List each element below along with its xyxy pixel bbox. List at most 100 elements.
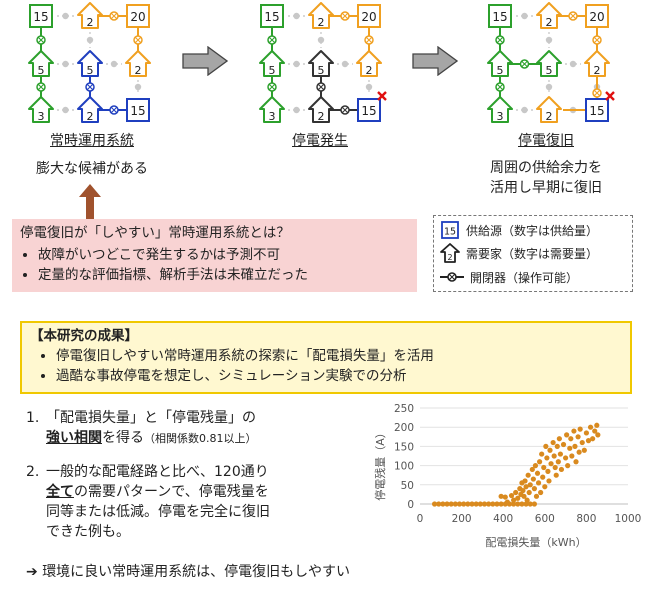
scatter-point xyxy=(541,464,547,471)
closed-switch xyxy=(109,105,119,115)
caption-outage: 停電発生 xyxy=(250,131,390,151)
closed-switch xyxy=(592,35,602,45)
supply-node: 15 xyxy=(357,98,381,122)
finding-2-strong: 全て xyxy=(46,484,74,500)
feeder-line xyxy=(57,106,74,114)
open-switch xyxy=(317,36,325,44)
feeder-line xyxy=(288,12,305,20)
open-switch xyxy=(545,36,553,44)
caption-normal-title: 常時運用系統 xyxy=(50,133,134,149)
load-label: 2 xyxy=(87,16,94,29)
closed-switch xyxy=(109,11,119,21)
scatter-point xyxy=(504,499,510,505)
scatter-point xyxy=(568,436,574,442)
supply-label: 20 xyxy=(589,10,604,24)
caption-restored-title: 停電復旧 xyxy=(518,133,574,149)
closed-switch xyxy=(133,35,143,45)
switch-icon xyxy=(440,272,464,282)
finding-2-line4: できた例も。 xyxy=(46,524,130,540)
caption-normal-sub: 膨大な候補がある xyxy=(36,161,148,177)
open-switch xyxy=(293,106,300,114)
feeder-line xyxy=(86,32,94,48)
supply-node: 20 xyxy=(357,4,381,28)
supply-label: 15 xyxy=(264,10,279,24)
scatter-point xyxy=(461,501,467,507)
load-label: 3 xyxy=(269,110,276,123)
scatter-point xyxy=(558,466,565,473)
load-label: 3 xyxy=(497,110,504,123)
load-label: 3 xyxy=(38,110,45,123)
supply-label: 20 xyxy=(130,10,145,24)
scatter-point xyxy=(538,489,544,496)
x-tick-label: 400 xyxy=(493,513,513,525)
scatter-point xyxy=(511,497,517,503)
scatter-point xyxy=(548,461,554,467)
supply-node: 20 xyxy=(126,4,150,28)
scatter-point xyxy=(555,459,561,465)
y-tick-label: 100 xyxy=(394,461,414,473)
legend-switch-text: 開閉器（操作可能） xyxy=(470,270,579,285)
scatter-point xyxy=(469,501,475,507)
open-switch xyxy=(62,106,69,114)
open-switch xyxy=(293,12,300,20)
scatter-point xyxy=(592,428,598,434)
open-switch xyxy=(545,83,553,91)
closed-switch xyxy=(340,105,350,115)
supply-label: 15 xyxy=(589,104,604,118)
supply-label: 15 xyxy=(33,10,48,24)
closed-switch xyxy=(495,35,505,45)
open-switch xyxy=(521,106,528,114)
load-label: 5 xyxy=(38,64,45,77)
load-label: 2 xyxy=(87,110,94,123)
finding-2-line3: 同等または低減。停電を完全に復旧 xyxy=(46,504,270,520)
scatter-point xyxy=(550,439,556,446)
supply-label: 15 xyxy=(361,104,376,118)
scatter-point xyxy=(572,443,578,449)
load-label: 5 xyxy=(269,64,276,77)
results-box: 【本研究の成果】 停電復旧しやすい常時運用系統の探索に「配電損失量」を活用 過酷… xyxy=(20,321,632,394)
scatter-point xyxy=(530,476,536,482)
load-label: 5 xyxy=(318,64,325,77)
load-label: 2 xyxy=(318,16,325,29)
scatter-point xyxy=(579,439,585,446)
house-icon: 2 xyxy=(77,96,103,123)
caption-restored-sub2: 活用し早期に復旧 xyxy=(490,180,602,196)
scatter-point xyxy=(542,484,548,490)
scatter-point xyxy=(571,428,577,434)
finding-2: 2. 一般的な配電経路と比べ、120通り 全ての需要パターンで、停電残量を 同等… xyxy=(26,462,396,546)
house-icon: 5 xyxy=(259,50,285,77)
scatter-point xyxy=(527,501,533,507)
chart-grid xyxy=(420,407,628,505)
scatter-point xyxy=(563,455,569,461)
feeder-line xyxy=(317,32,325,48)
y-tick-label: 0 xyxy=(407,499,414,511)
supply-label: 15 xyxy=(130,104,145,118)
scatter-point xyxy=(543,443,549,449)
supply-node: 15 xyxy=(126,98,150,122)
feeder-line xyxy=(565,60,581,68)
scatter-point xyxy=(481,501,488,507)
results-bullet: 停電復旧しやすい常時運用系統の探索に「配電損失量」を活用 xyxy=(56,346,622,366)
closed-switch xyxy=(267,35,277,45)
scatter-point xyxy=(595,432,601,438)
load-label: 5 xyxy=(497,64,504,77)
house-icon: 2 xyxy=(536,96,562,123)
scatter-point xyxy=(531,486,537,492)
scatter-point xyxy=(515,495,521,501)
finding-2-line1: 一般的な配電経路と比べ、120通り xyxy=(46,464,269,480)
scatter-point xyxy=(498,501,504,507)
feeder-line xyxy=(106,60,122,68)
scatter-point xyxy=(565,463,571,469)
arrow-right-icon xyxy=(182,46,228,76)
scatter-point xyxy=(573,459,579,465)
supply-square-icon: 15 xyxy=(441,221,459,239)
scatter-point xyxy=(569,453,575,459)
house-icon: 2 xyxy=(356,50,382,77)
scatter-point xyxy=(590,436,596,442)
finding-1-rest: を得る xyxy=(102,430,144,446)
feeder-line xyxy=(134,80,142,94)
scatter-point xyxy=(494,501,500,507)
x-tick-label: 1000 xyxy=(615,513,642,525)
